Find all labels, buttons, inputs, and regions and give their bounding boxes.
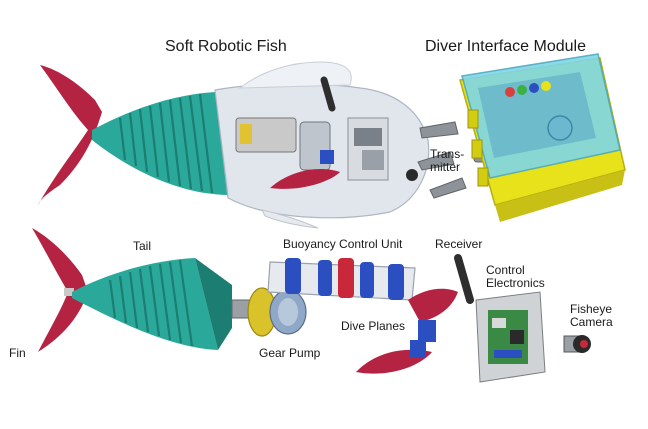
fish-title: Soft Robotic Fish <box>165 38 287 55</box>
interface-title: Diver Interface Module <box>425 38 586 55</box>
assembled-fish <box>38 61 430 229</box>
tail-part <box>72 258 232 350</box>
control-electronics-part <box>475 291 546 383</box>
tail-label: Tail <box>133 239 152 253</box>
dive-planes-label: Dive Planes <box>341 319 406 333</box>
fin-label: Fin <box>9 346 26 360</box>
receiver-part <box>454 254 474 304</box>
fish-dive-plane <box>270 168 340 189</box>
gear-pump-part <box>231 287 307 337</box>
diver-interface-module <box>417 53 626 222</box>
control-electronics-label: Control Electronics <box>486 263 545 291</box>
buoyancy-unit-part <box>267 258 416 301</box>
buoyancy-label: Buoyancy Control Unit <box>283 237 403 251</box>
fish-tail-top <box>92 92 230 195</box>
gear-pump-label: Gear Pump <box>259 346 321 360</box>
fisheye-camera-label: Fisheye Camera <box>570 302 613 330</box>
receiver-label: Receiver <box>435 237 483 251</box>
dive-planes-part <box>356 288 458 374</box>
fisheye-camera-part <box>563 335 591 353</box>
fish-fin-top <box>38 65 102 205</box>
fish-dorsal-fin <box>238 61 352 89</box>
transmitter-label: Trans- mitter <box>430 147 465 175</box>
